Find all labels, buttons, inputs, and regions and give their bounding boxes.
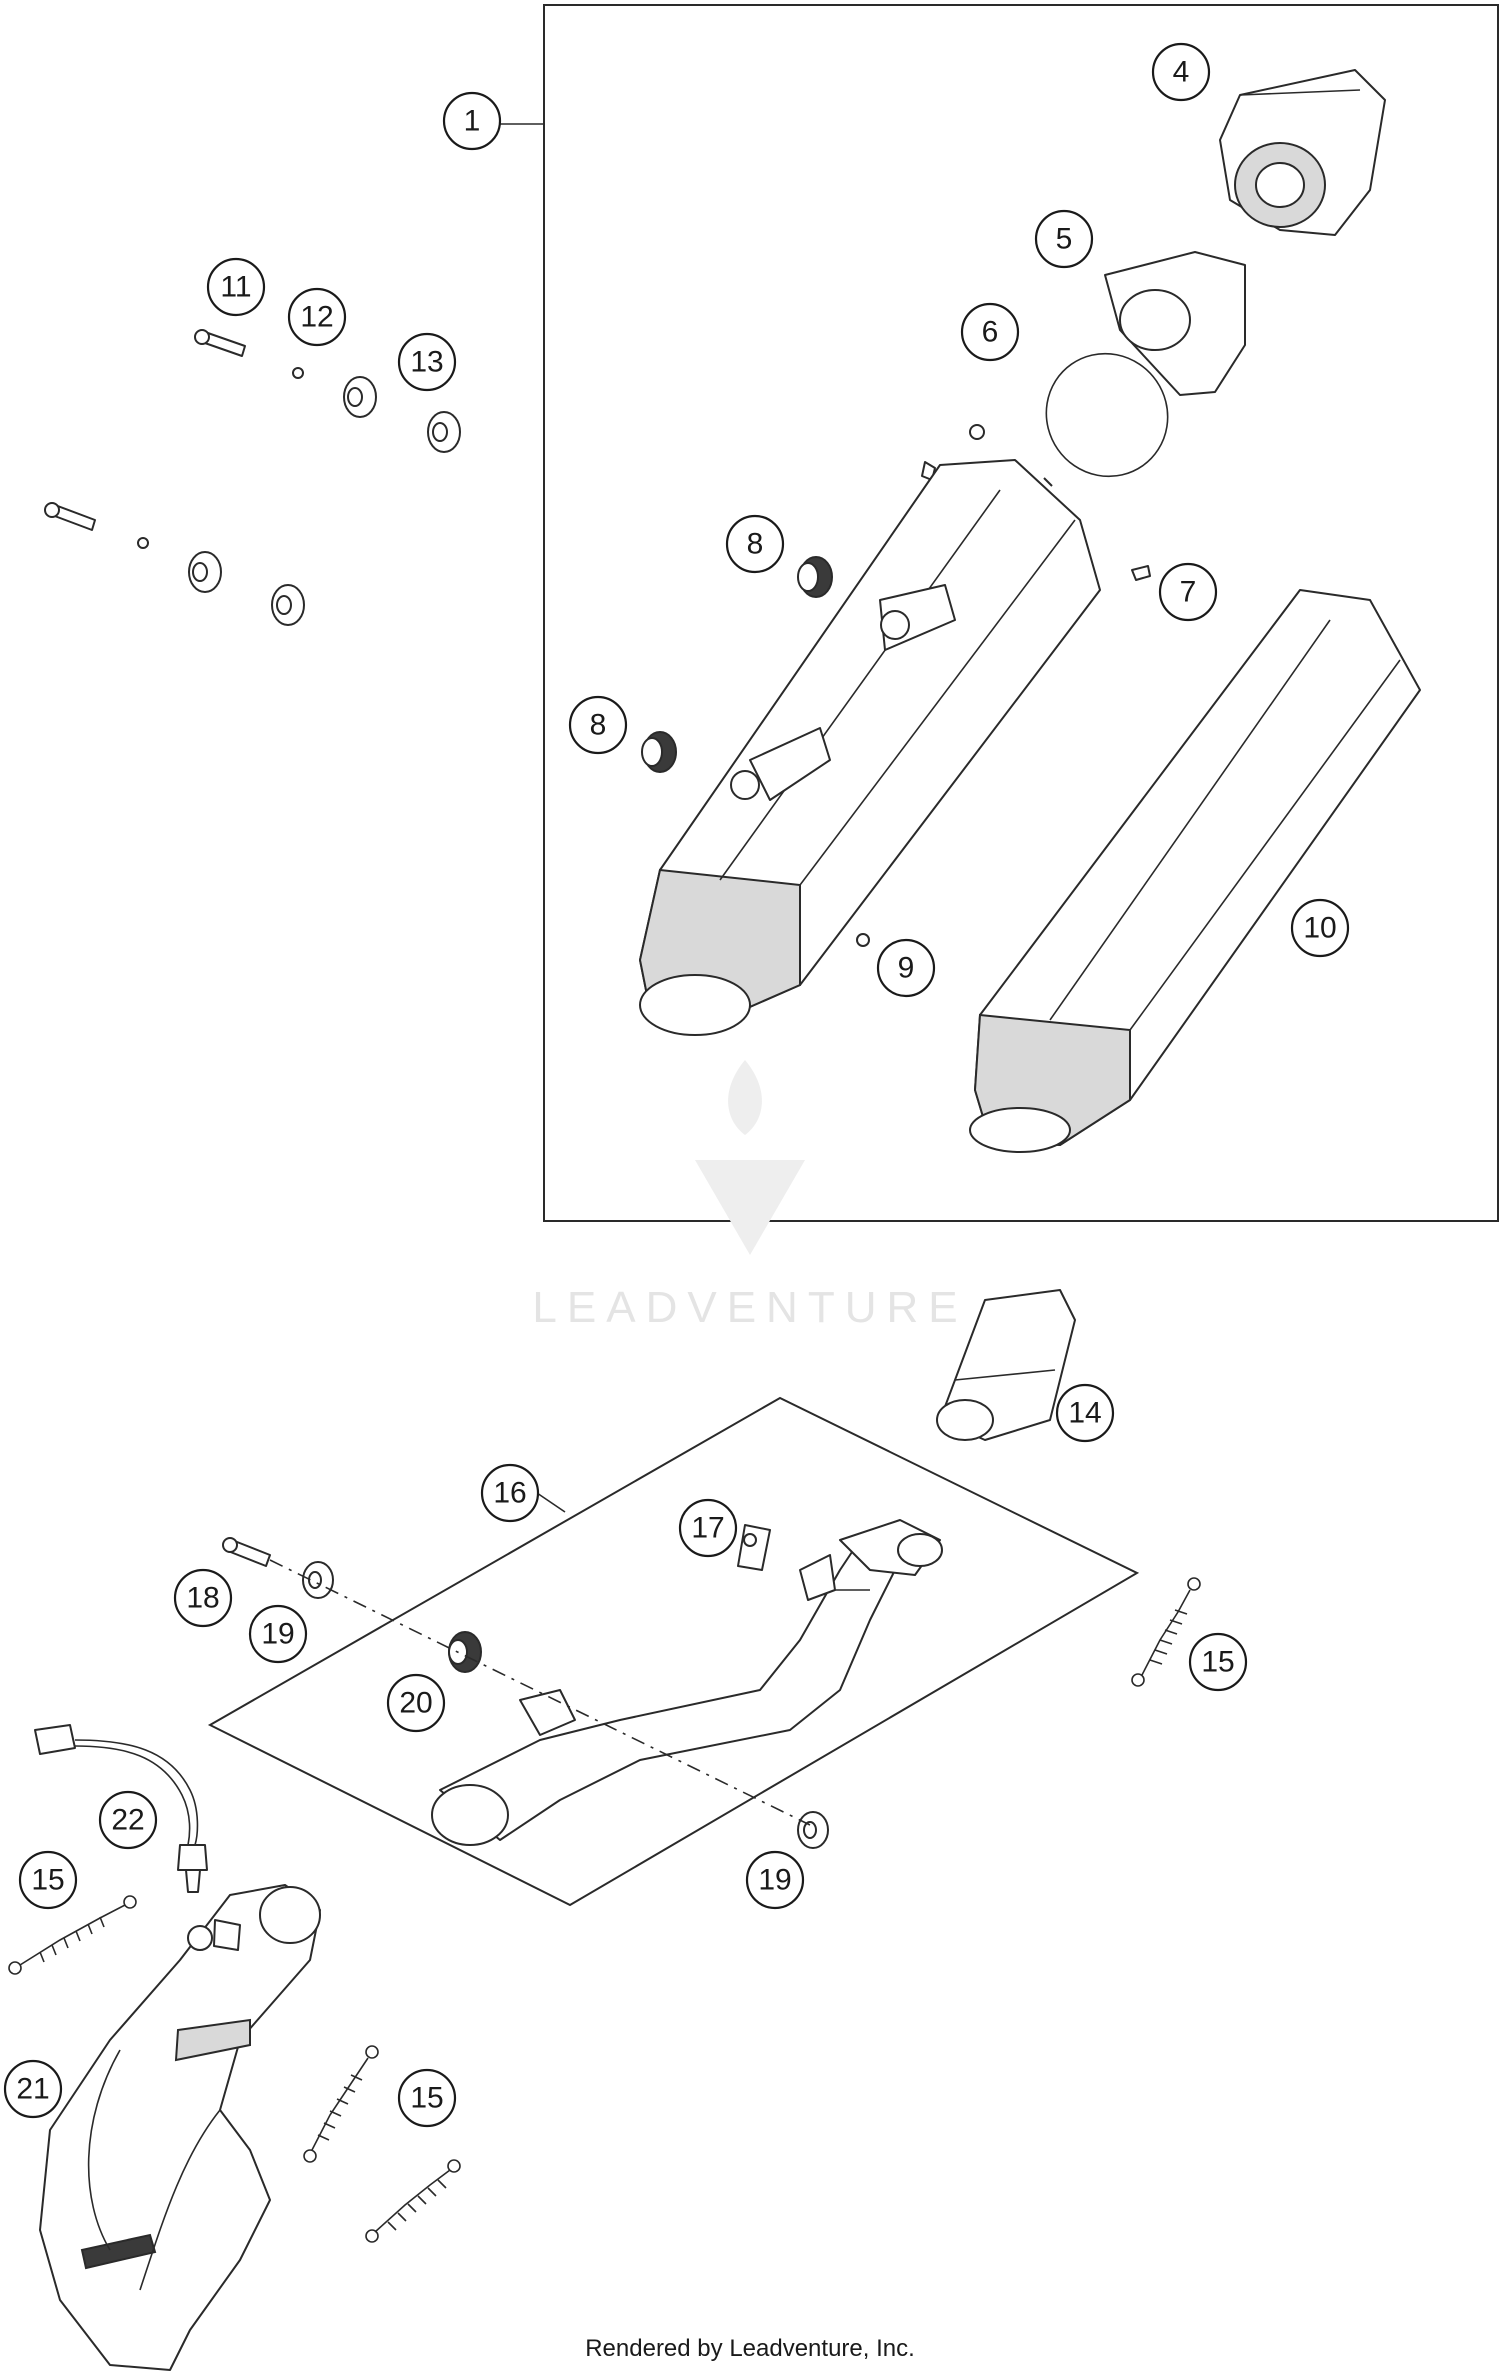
callout-11: 11 <box>206 257 266 317</box>
callout-8-lower: 8 <box>568 695 628 755</box>
svg-text:14: 14 <box>1068 1397 1101 1430</box>
svg-text:6: 6 <box>982 316 999 349</box>
svg-text:12: 12 <box>300 301 333 334</box>
callout-20: 20 <box>386 1673 446 1733</box>
part-20-grommet <box>448 1631 482 1673</box>
svg-text:19: 19 <box>261 1618 294 1651</box>
callout-7: 7 <box>1158 562 1218 622</box>
footer-credit: Rendered by Leadventure, Inc. <box>585 2335 915 2362</box>
part-14-connecting-sleeve <box>936 1289 1076 1441</box>
callout-10: 10 <box>1290 898 1350 958</box>
svg-text:17: 17 <box>691 1512 724 1545</box>
watermark-text: LEADVENTURE <box>532 1283 967 1332</box>
manifold-assembly-frame <box>207 1396 1140 1907</box>
callout-1: 1 <box>442 91 502 151</box>
part-19-washer-upper <box>302 1561 334 1599</box>
callout-5: 5 <box>1034 209 1094 269</box>
callout-13: 13 <box>397 332 457 392</box>
svg-text:5: 5 <box>1056 223 1073 256</box>
svg-text:15: 15 <box>410 2082 443 2115</box>
silencer-body <box>638 459 1101 1036</box>
callout-4: 4 <box>1151 42 1211 102</box>
svg-text:8: 8 <box>747 528 764 561</box>
callout-8-upper: 8 <box>725 514 785 574</box>
svg-text:7: 7 <box>1180 576 1197 609</box>
svg-text:13: 13 <box>410 346 443 379</box>
part-4-end-cap <box>1219 69 1386 236</box>
svg-text:16: 16 <box>493 1477 526 1510</box>
svg-text:10: 10 <box>1303 912 1336 945</box>
part-9-screw <box>856 933 870 947</box>
svg-text:20: 20 <box>399 1687 432 1720</box>
mounting-hardware-upper <box>194 329 461 453</box>
callout-14: 14 <box>1055 1383 1115 1443</box>
callout-18: 18 <box>173 1568 233 1628</box>
callout-15-left: 15 <box>18 1850 78 1910</box>
watermark-logo: LEADVENTURE <box>532 1060 967 1332</box>
part-7-screw <box>1131 565 1151 581</box>
svg-text:18: 18 <box>186 1582 219 1615</box>
part-22-lambda-sensor <box>34 1724 208 1893</box>
part-15-spring-lower-1 <box>303 2045 379 2163</box>
part-17-clamp <box>737 1524 771 1571</box>
callout-12: 12 <box>287 287 347 347</box>
svg-text:1: 1 <box>464 105 481 138</box>
svg-text:4: 4 <box>1173 56 1190 89</box>
svg-text:21: 21 <box>16 2073 49 2106</box>
part-15-spring-left <box>8 1895 137 1975</box>
part-21-header-pipe <box>39 1884 321 2371</box>
mounting-hardware-lower <box>44 502 305 626</box>
callout-6: 6 <box>960 302 1020 362</box>
part-19-washer-lower <box>797 1811 829 1849</box>
manifold-pipe <box>431 1519 943 1846</box>
callout-19-upper: 19 <box>248 1604 308 1664</box>
callout-16-leader <box>536 1492 566 1513</box>
callout-21: 21 <box>3 2059 63 2119</box>
part-15-spring-lower-2 <box>365 2159 461 2243</box>
svg-text:22: 22 <box>111 1804 144 1837</box>
callout-22: 22 <box>98 1790 158 1850</box>
part-5-inner-cap <box>1104 251 1246 396</box>
callout-15-lower: 15 <box>397 2068 457 2128</box>
callout-16: 16 <box>480 1463 540 1523</box>
part-10-silencer-sleeve <box>969 589 1421 1153</box>
callout-17: 17 <box>678 1498 738 1558</box>
part-6-gasket <box>1045 352 1169 478</box>
svg-text:19: 19 <box>758 1864 791 1897</box>
part-18-bolt <box>222 1537 271 1567</box>
bolt-axis-line <box>269 1559 811 1826</box>
part-8-grommet-lower <box>641 731 677 773</box>
part-15-spring-right <box>1131 1577 1201 1687</box>
callout-19-lower: 19 <box>745 1850 805 1910</box>
svg-text:15: 15 <box>31 1864 64 1897</box>
svg-text:15: 15 <box>1201 1646 1234 1679</box>
muffler-assembly-frame <box>543 4 1499 1222</box>
svg-text:8: 8 <box>590 709 607 742</box>
part-8-grommet-upper <box>797 556 833 598</box>
svg-text:9: 9 <box>898 952 915 985</box>
svg-text:11: 11 <box>220 271 251 304</box>
callout-15-right: 15 <box>1188 1632 1248 1692</box>
callout-9: 9 <box>876 938 936 998</box>
